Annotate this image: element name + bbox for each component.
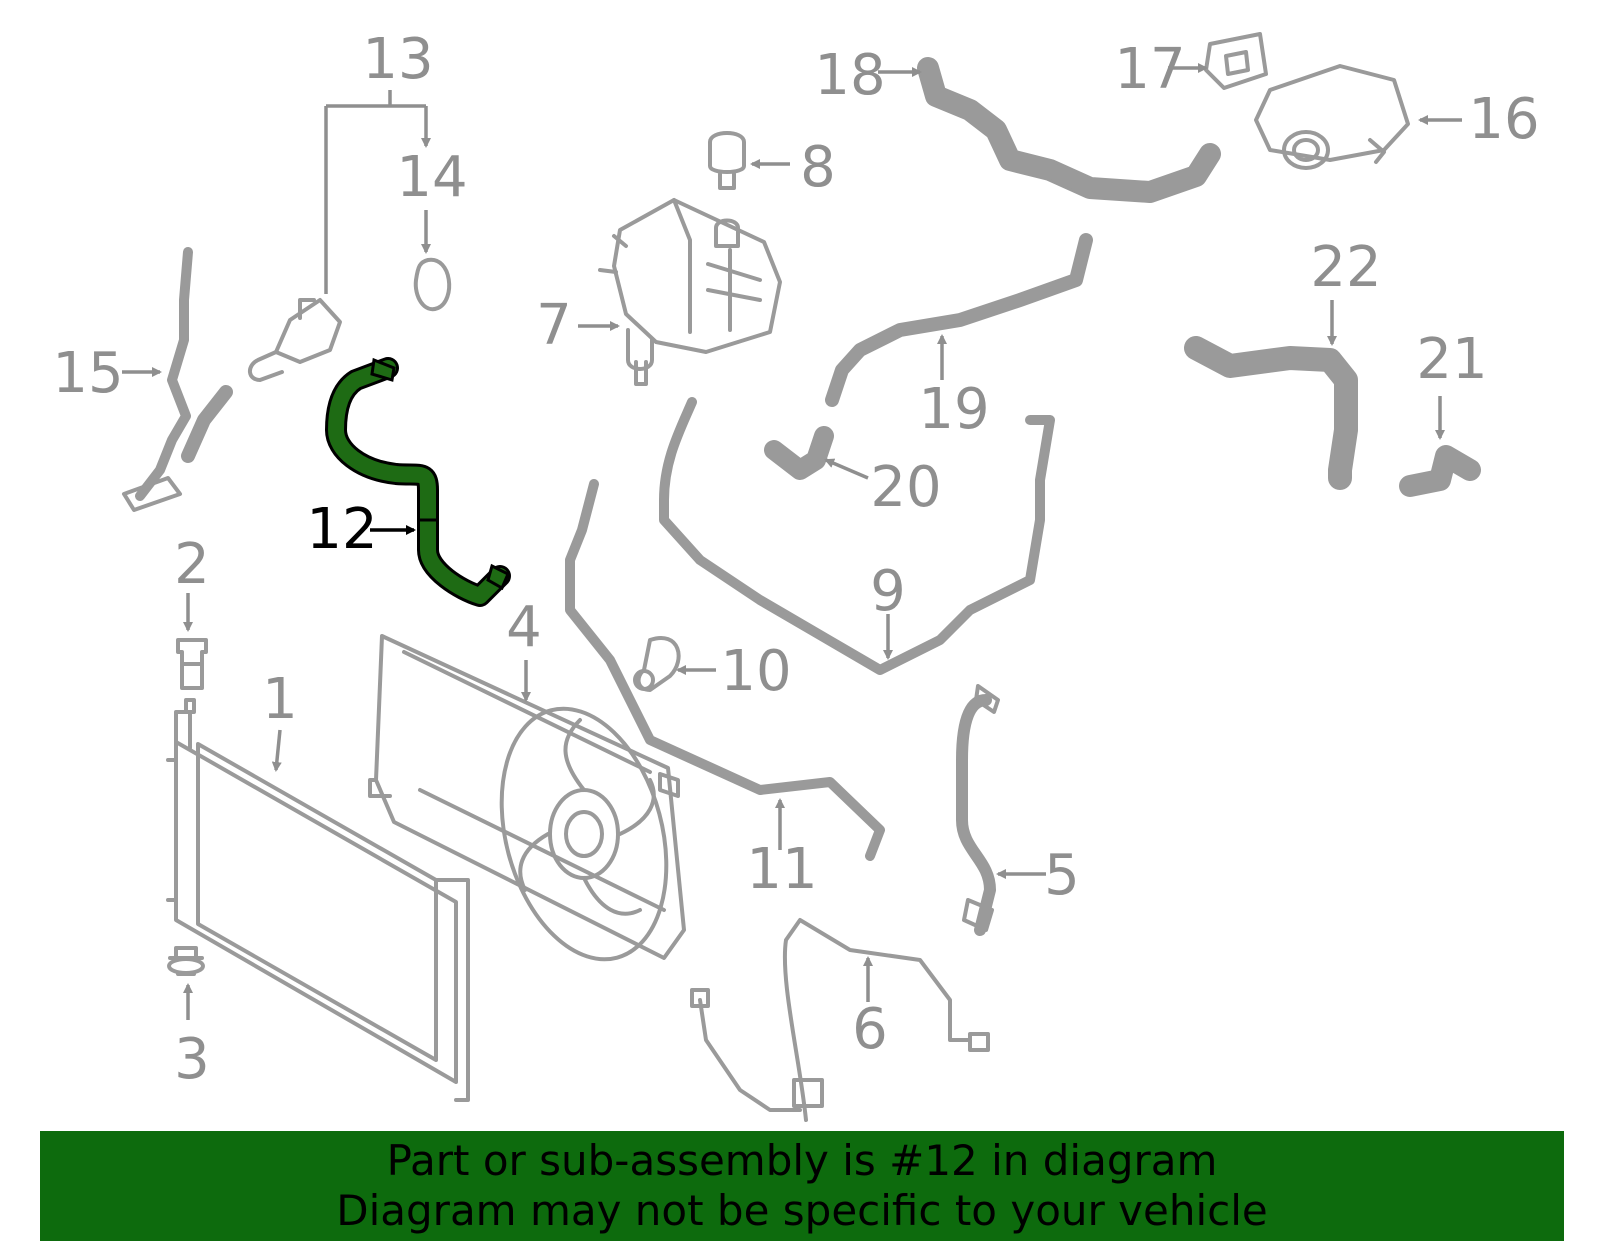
callout-1: 1 — [262, 667, 298, 732]
part-1-radiator — [166, 698, 470, 1102]
part-20-elbow-hose — [764, 426, 834, 480]
part-10-clip — [633, 636, 681, 692]
part-9-pipe — [659, 397, 1055, 675]
part-4-fan-shroud — [368, 634, 686, 962]
callout-5: 5 — [1044, 843, 1080, 908]
part-7-expansion-tank — [598, 198, 782, 386]
callout-8: 8 — [800, 135, 836, 200]
callout-2: 2 — [174, 532, 210, 597]
leader-lines — [122, 63, 1462, 1020]
callout-20: 20 — [870, 455, 941, 520]
callout-11: 11 — [746, 837, 817, 902]
callout-4: 4 — [506, 595, 542, 660]
banner-line-part: Part or sub-assembly is #12 in diagram — [386, 1136, 1218, 1185]
part-21-elbow-hose — [1399, 445, 1481, 497]
callout-9: 9 — [870, 559, 906, 624]
part-13-thermostat-housing — [248, 298, 342, 382]
callout-10: 10 — [720, 639, 791, 704]
callout-6: 6 — [852, 997, 888, 1062]
callout-7: 7 — [536, 293, 572, 358]
callout-18: 18 — [814, 43, 885, 108]
callout-16: 16 — [1468, 87, 1539, 152]
part-16-housing — [1254, 64, 1410, 170]
part-2-cushion — [176, 638, 208, 690]
part-11-pipe — [565, 479, 885, 861]
part-8-cap — [708, 131, 746, 190]
part-6-wiring-harness — [690, 918, 990, 1122]
callout-13: 13 — [362, 27, 433, 92]
part-22-hose — [1184, 336, 1358, 490]
callout-14: 14 — [396, 145, 467, 210]
callout-22: 22 — [1310, 235, 1381, 300]
banner-line-disclaimer: Diagram may not be specific to your vehi… — [336, 1186, 1268, 1235]
callout-17: 17 — [1114, 37, 1185, 102]
part-18-upper-hose — [917, 57, 1221, 203]
info-banner: Part or sub-assembly is #12 in diagram D… — [40, 1131, 1564, 1241]
part-17-gasket — [1204, 32, 1268, 90]
part-3-bushing — [167, 946, 205, 976]
callout-21: 21 — [1416, 327, 1487, 392]
callout-15: 15 — [52, 341, 123, 406]
callout-12: 12 — [306, 497, 377, 562]
part-12-hose-highlighted — [325, 357, 511, 607]
callout-19: 19 — [918, 377, 989, 442]
part-15-hose-assembly — [122, 247, 233, 512]
callout-3: 3 — [174, 1027, 210, 1092]
part-19-hose — [825, 233, 1093, 407]
part-5-hose — [956, 684, 1000, 936]
part-14-gasket — [413, 257, 452, 312]
